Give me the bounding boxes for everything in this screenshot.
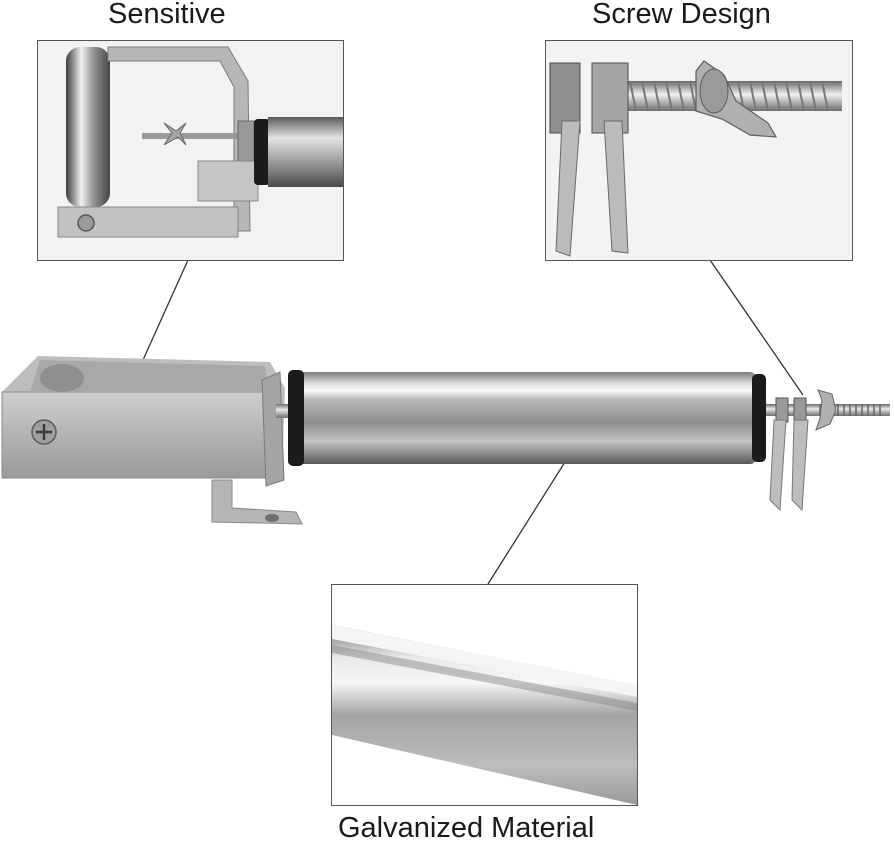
detail-image-sensitive [38, 41, 343, 260]
leader-line-screw [709, 259, 804, 396]
callout-label-sensitive: Sensitive [108, 0, 226, 30]
mounting-bracket [1, 356, 303, 525]
screw-assembly [766, 389, 890, 512]
detail-image-screw-design [546, 41, 852, 260]
detail-panel-sensitive [37, 40, 344, 261]
detail-panel-screw-design [545, 40, 853, 261]
detail-image-galvanized-material [332, 585, 637, 805]
leader-line-sensitive [142, 259, 189, 361]
end-cap-left [288, 370, 304, 466]
detail-panel-galvanized-material [331, 584, 638, 806]
end-cap-right [752, 374, 766, 462]
leader-line-galvanized [487, 461, 566, 585]
callout-label-galvanized-material: Galvanized Material [338, 812, 595, 844]
cylinder-body [288, 370, 766, 466]
wing-nut-icon [815, 389, 837, 431]
callout-label-screw-design: Screw Design [592, 0, 771, 30]
